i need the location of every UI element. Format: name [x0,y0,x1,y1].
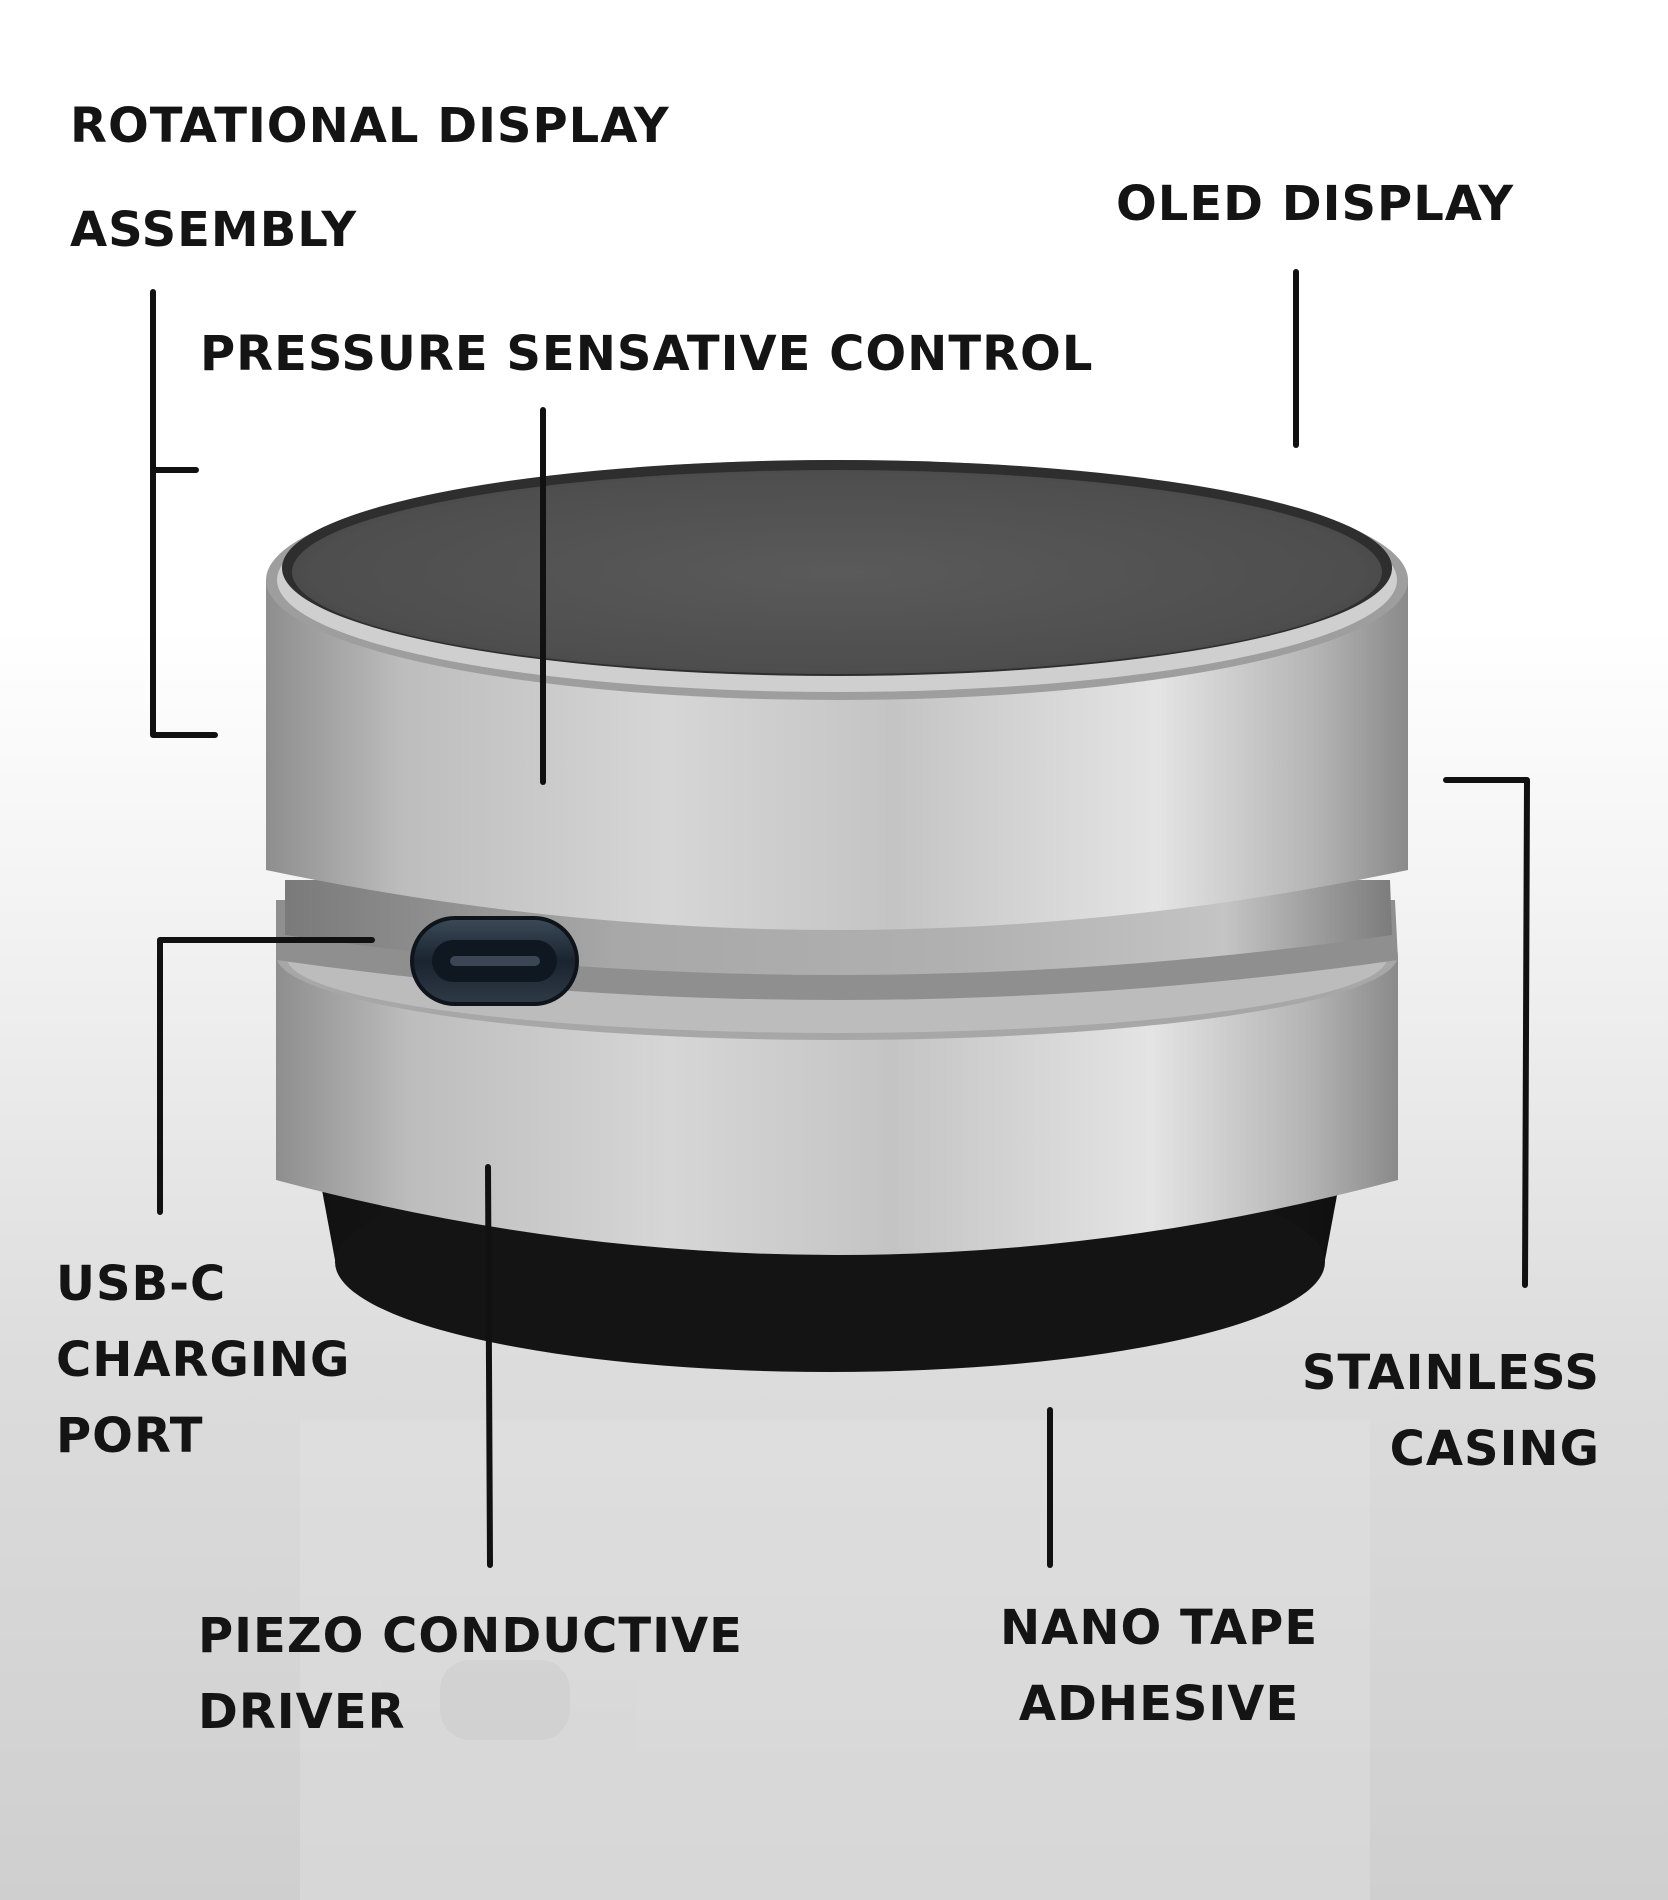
label-line: USB-C [56,1256,227,1312]
label-line: PRESSURE SENSATIVE CONTROL [200,326,1094,382]
label-line: ROTATIONAL DISPLAY [70,98,670,154]
label-line: ADHESIVE [1018,1676,1300,1732]
label-line: NANO TAPE [1000,1600,1319,1656]
leader-usb-c-port [157,937,375,1215]
label-line: PORT [56,1408,204,1464]
label-line: OLED DISPLAY [1116,176,1515,232]
oled-display-face [282,460,1392,676]
label-usb-c-charging-port: USB-C CHARGING PORT [56,1246,350,1474]
label-piezo-conductive-driver: PIEZO CONDUCTIVE DRIVER [198,1598,743,1750]
label-line: ASSEMBLY [70,202,358,258]
label-line: STAINLESS [1301,1345,1600,1401]
callout-lines [150,269,1530,1568]
leader-piezo-driver [485,1164,493,1568]
label-nano-tape-adhesive: NANO TAPE ADHESIVE [1000,1590,1318,1742]
leader-rotational-display [150,467,218,738]
label-line: CHARGING [56,1332,351,1388]
label-line: DRIVER [198,1684,406,1740]
floor-reflection [300,1420,1370,1900]
label-line: PIEZO CONDUCTIVE [198,1608,743,1664]
label-rotational-display-assembly: ROTATIONAL DISPLAY ASSEMBLY [70,88,670,268]
leader-stainless-casing [1443,777,1530,1288]
label-pressure-sensative-control: PRESSURE SENSATIVE CONTROL [200,316,1093,392]
label-stainless-casing: STAINLESS CASING [1302,1335,1600,1487]
label-oled-display: OLED DISPLAY [1116,166,1514,242]
label-line: CASING [1389,1421,1600,1477]
